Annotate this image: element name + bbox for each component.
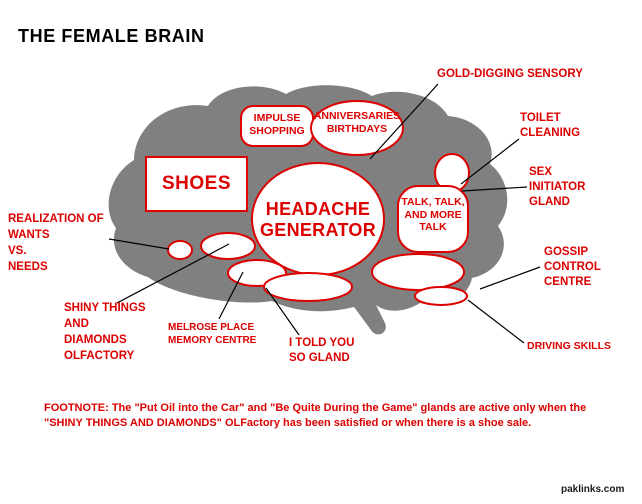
callout-sex-initiator: SEX INITIATOR GLAND [529,165,585,210]
headache-generator-label: HEADACHE GENERATOR [250,199,386,241]
realization-line4: NEEDS [8,261,48,273]
headache-line1: HEADACHE [265,199,371,219]
realization-line1: REALIZATION OF [8,213,104,225]
anniversaries-region [310,100,404,156]
talk-line1: TALK, TALK, [401,196,465,208]
shoes-label: SHOES [146,157,247,211]
footnote: FOOTNOTE: The "Put Oil into the Car" and… [44,401,629,431]
pointer-line-shiny-things [116,243,230,304]
gossip-line1: GOSSIP [544,246,589,258]
callout-gold-digging: GOLD-DIGGING SENSORY [437,68,583,80]
shiny-line1: SHINY THINGS [64,302,146,314]
pointer-line-gold-digging [369,83,439,160]
callout-toilet-cleaning: TOILET CLEANING [520,111,580,141]
gossip-region [371,253,465,291]
wants-vs-needs-region [167,240,193,260]
talk-region [397,185,469,253]
callout-realization: REALIZATION OF WANTS VS. NEEDS [8,211,104,275]
shiny-line4: OLFACTORY [64,350,135,362]
headache-line2: GENERATOR [259,220,377,240]
driving-region [414,286,468,306]
shiny-line3: DIAMONDS [64,334,127,346]
page-title: THE FEMALE BRAIN [18,26,205,46]
shoes-label-text: SHOES [161,173,232,194]
itoldyouso-line2: SO GLAND [289,352,350,364]
itoldyouso-line1: I TOLD YOU [289,337,355,349]
pointer-line-sex-initiator [461,186,528,192]
footnote-line2: "SHINY THINGS AND DIAMONDS" OLFactory ha… [44,417,532,429]
gossip-line2: CONTROL [544,261,601,273]
callout-gossip-control: GOSSIP CONTROL CENTRE [544,245,601,290]
anniversaries-line1: ANNIVERSARIES [313,110,401,122]
sex-line1: SEX [529,166,553,178]
driving-text: DRIVING SKILLS [527,340,612,352]
impulse-shopping-label: IMPULSE SHOPPING [241,112,313,138]
callout-melrose-place: MELROSE PLACE MEMORY CENTRE [168,321,256,347]
callout-driving-skills: DRIVING SKILLS [527,340,611,352]
toilet-line2: CLEANING [520,127,581,139]
talk-line2: AND MORE [404,208,462,221]
watermark: paklinks.com [561,484,625,495]
talk-label: TALK, TALK, AND MORE TALK [398,196,468,234]
pointer-line-driving-skills [467,299,525,344]
anniversaries-line2: BIRTHDAYS [326,123,388,135]
impulse-line1: IMPULSE [253,112,301,124]
anniversaries-label: ANNIVERSARIES BIRTHDAYS [310,110,404,136]
callout-shiny-things: SHINY THINGS AND DIAMONDS OLFACTORY [64,300,146,364]
shiny-line2: AND [64,318,89,330]
pointer-line-realization [108,238,170,250]
pointer-line-toilet-cleaning [460,138,520,185]
melrose-line1: MELROSE PLACE [168,322,255,333]
pointer-line-melrose [218,271,244,320]
pointer-line-gossip-control [479,266,541,290]
callout-i-told-you-so: I TOLD YOU SO GLAND [289,336,354,366]
i-told-you-so-region [263,272,353,302]
shiny-things-region [200,232,256,260]
pointer-line-i-told-you-so [265,287,300,336]
sex-line2: INITIATOR [529,181,586,193]
talk-line3: TALK [419,221,447,233]
melrose-line2: MEMORY CENTRE [168,335,257,346]
realization-line2: WANTS [8,229,50,241]
gold-digging-text: GOLD-DIGGING SENSORY [437,68,583,80]
toilet-line1: TOILET [520,112,561,124]
shoes-region [145,156,248,212]
realization-line3: VS. [8,245,27,257]
sex-line3: GLAND [529,196,570,208]
impulse-line2: SHOPPING [249,125,305,137]
footnote-line1: FOOTNOTE: The "Put Oil into the Car" and… [44,402,587,414]
gossip-line3: CENTRE [544,276,592,288]
